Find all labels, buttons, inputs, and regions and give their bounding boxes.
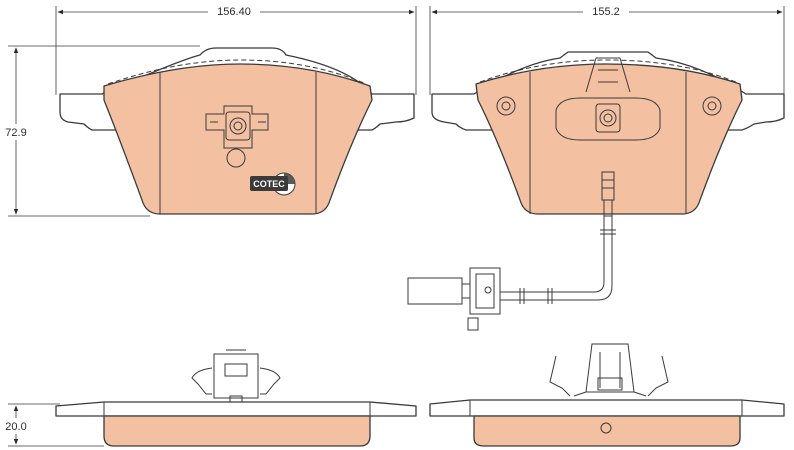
right-friction-material: [475, 63, 743, 215]
dimension-height: 72.9: [2, 45, 200, 217]
right-side-friction-material: [473, 415, 741, 447]
dimension-height-label: 72.9: [5, 127, 26, 139]
dimension-width-left-label: 156.40: [217, 6, 251, 18]
right-spring-clip: [555, 57, 661, 141]
wear-indicator-sensor: [407, 171, 616, 331]
left-side-friction-material: [103, 415, 371, 447]
left-clip-fixing: [205, 105, 269, 168]
right-side-backing-plate: [429, 399, 785, 417]
cotec-logo: COTEC: [250, 172, 296, 196]
cotec-logo-text: COTEC: [253, 179, 285, 189]
left-brake-pad-front-view: COTEC: [59, 47, 415, 215]
right-brake-pad-front-view: [431, 51, 785, 215]
left-friction-material: [103, 63, 373, 215]
dimension-thickness: 20.0: [2, 403, 104, 447]
left-brake-pad-side-view: [55, 349, 417, 447]
left-side-backing-plate: [55, 401, 417, 417]
dimension-width-right: 155.2: [429, 4, 785, 95]
dimension-width-right-label: 155.2: [592, 6, 620, 18]
dimension-width-left: 156.40: [55, 4, 417, 95]
right-brake-pad-side-view: [429, 343, 785, 447]
dimension-thickness-label: 20.0: [5, 421, 26, 433]
